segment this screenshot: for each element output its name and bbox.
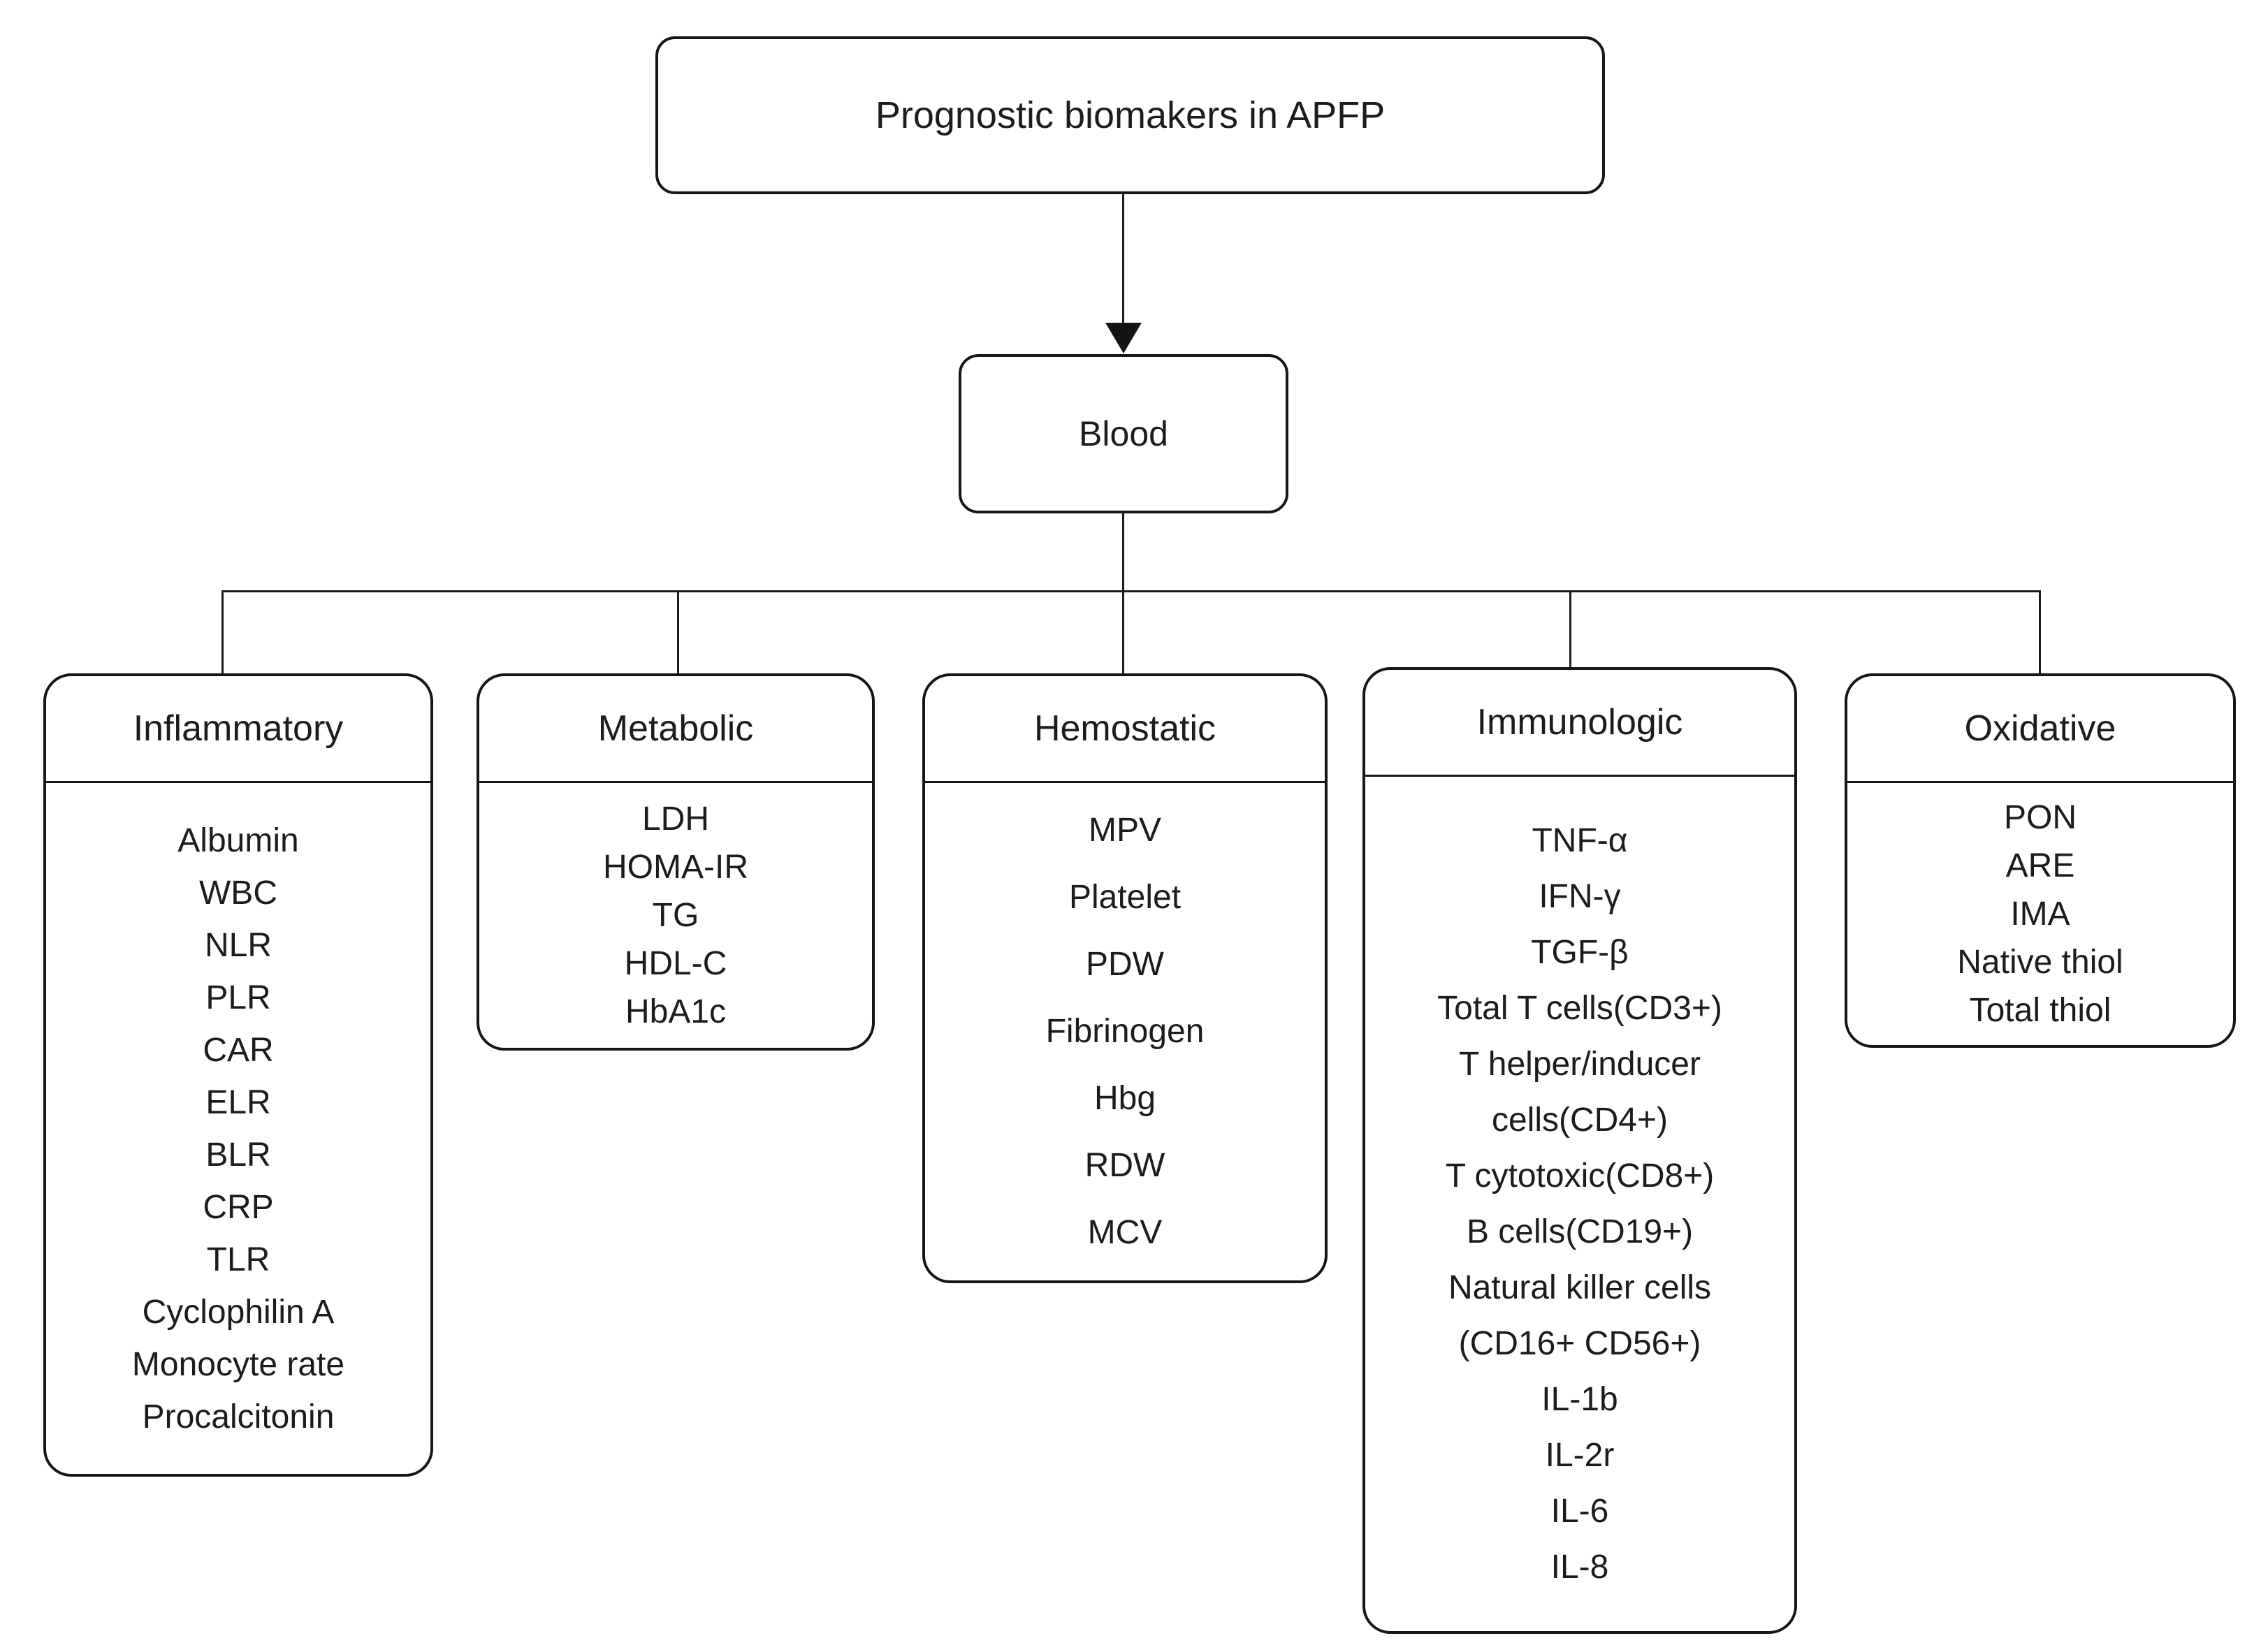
category-header: Hemostatic — [925, 676, 1325, 783]
connector-drop-oxidative — [2039, 590, 2041, 675]
title-label: Prognostic biomakers in APFP — [875, 94, 1386, 136]
connector-title-to-blood — [1122, 193, 1124, 323]
list-item: WBC — [199, 874, 277, 912]
connector-drop-inflammatory — [221, 590, 224, 675]
list-item: Natural killer cells (CD16+ CD56+) — [1448, 1269, 1712, 1362]
list-item: MCV — [1087, 1214, 1163, 1251]
list-item: PLR — [205, 979, 271, 1016]
list-item: Hbg — [1093, 1080, 1156, 1117]
list-item: IFN-γ — [1539, 877, 1621, 915]
list-item: PON — [2003, 799, 2077, 836]
list-item: TG — [652, 897, 699, 934]
list-item: Total thiol — [1969, 992, 2111, 1029]
list-item: TLR — [206, 1241, 270, 1278]
category-label: Immunologic — [1476, 702, 1683, 743]
blood-label: Blood — [1079, 414, 1168, 453]
category-header: Inflammatory — [46, 676, 430, 783]
list-item: MPV — [1088, 812, 1161, 849]
list-item: IL-1b — [1541, 1380, 1618, 1418]
list-item: IL-2r — [1545, 1436, 1615, 1474]
category-label: Inflammatory — [133, 708, 344, 749]
list-item: HDL-C — [624, 945, 727, 982]
category-label: Oxidative — [1964, 708, 2116, 749]
list-item: CRP — [203, 1188, 274, 1226]
category-header: Metabolic — [479, 676, 872, 783]
list-item: PDW — [1086, 946, 1164, 983]
list-item: B cells(CD19+) — [1466, 1213, 1694, 1250]
list-item: ARE — [2005, 847, 2075, 884]
category-header: Immunologic — [1365, 670, 1794, 777]
list-item: Albumin — [177, 821, 299, 859]
list-item: TGF-β — [1531, 933, 1629, 971]
list-item: RDW — [1084, 1147, 1165, 1184]
list-item: BLR — [205, 1136, 271, 1174]
list-item: Monocyte rate — [131, 1345, 345, 1383]
connector-blood-to-bus — [1122, 512, 1124, 592]
list-item: HbA1c — [625, 993, 727, 1030]
list-item: Native thiol — [1957, 944, 2123, 981]
list-item: Fibrinogen — [1045, 1013, 1205, 1050]
list-item: Procalcitonin — [142, 1398, 335, 1435]
arrow-down-icon — [1105, 323, 1142, 353]
category-box-metabolic: Metabolic LDH HOMA-IR TG HDL-C HbA1c — [477, 673, 875, 1051]
title-node: Prognostic biomakers in APFP — [655, 36, 1605, 194]
connector-drop-immunologic — [1569, 590, 1571, 675]
list-item: ELR — [205, 1083, 271, 1121]
category-header: Oxidative — [1847, 676, 2233, 783]
category-label: Hemostatic — [1033, 708, 1216, 749]
list-item: NLR — [204, 926, 272, 964]
connector-drop-hemostatic — [1122, 590, 1124, 675]
connector-drop-metabolic — [677, 590, 679, 675]
category-label: Metabolic — [597, 708, 754, 749]
list-item: IL-6 — [1550, 1492, 1609, 1530]
list-item: IL-8 — [1550, 1548, 1609, 1586]
list-item: Platelet — [1068, 879, 1182, 916]
list-item: LDH — [641, 801, 710, 838]
list-item: Cyclophilin A — [142, 1293, 335, 1331]
category-items: LDH HOMA-IR TG HDL-C HbA1c — [479, 783, 872, 1048]
connector-bus — [223, 590, 2040, 592]
list-item: HOMA-IR — [603, 849, 748, 886]
blood-node: Blood — [959, 354, 1288, 513]
list-item: CAR — [203, 1031, 274, 1069]
list-item: TNF-α — [1532, 821, 1628, 859]
list-item: IMA — [2010, 896, 2070, 933]
list-item: Total T cells(CD3+) — [1437, 989, 1722, 1027]
list-item: T helper/inducer cells(CD4+) — [1459, 1045, 1701, 1139]
list-item: T cytotoxic(CD8+) — [1445, 1157, 1715, 1194]
